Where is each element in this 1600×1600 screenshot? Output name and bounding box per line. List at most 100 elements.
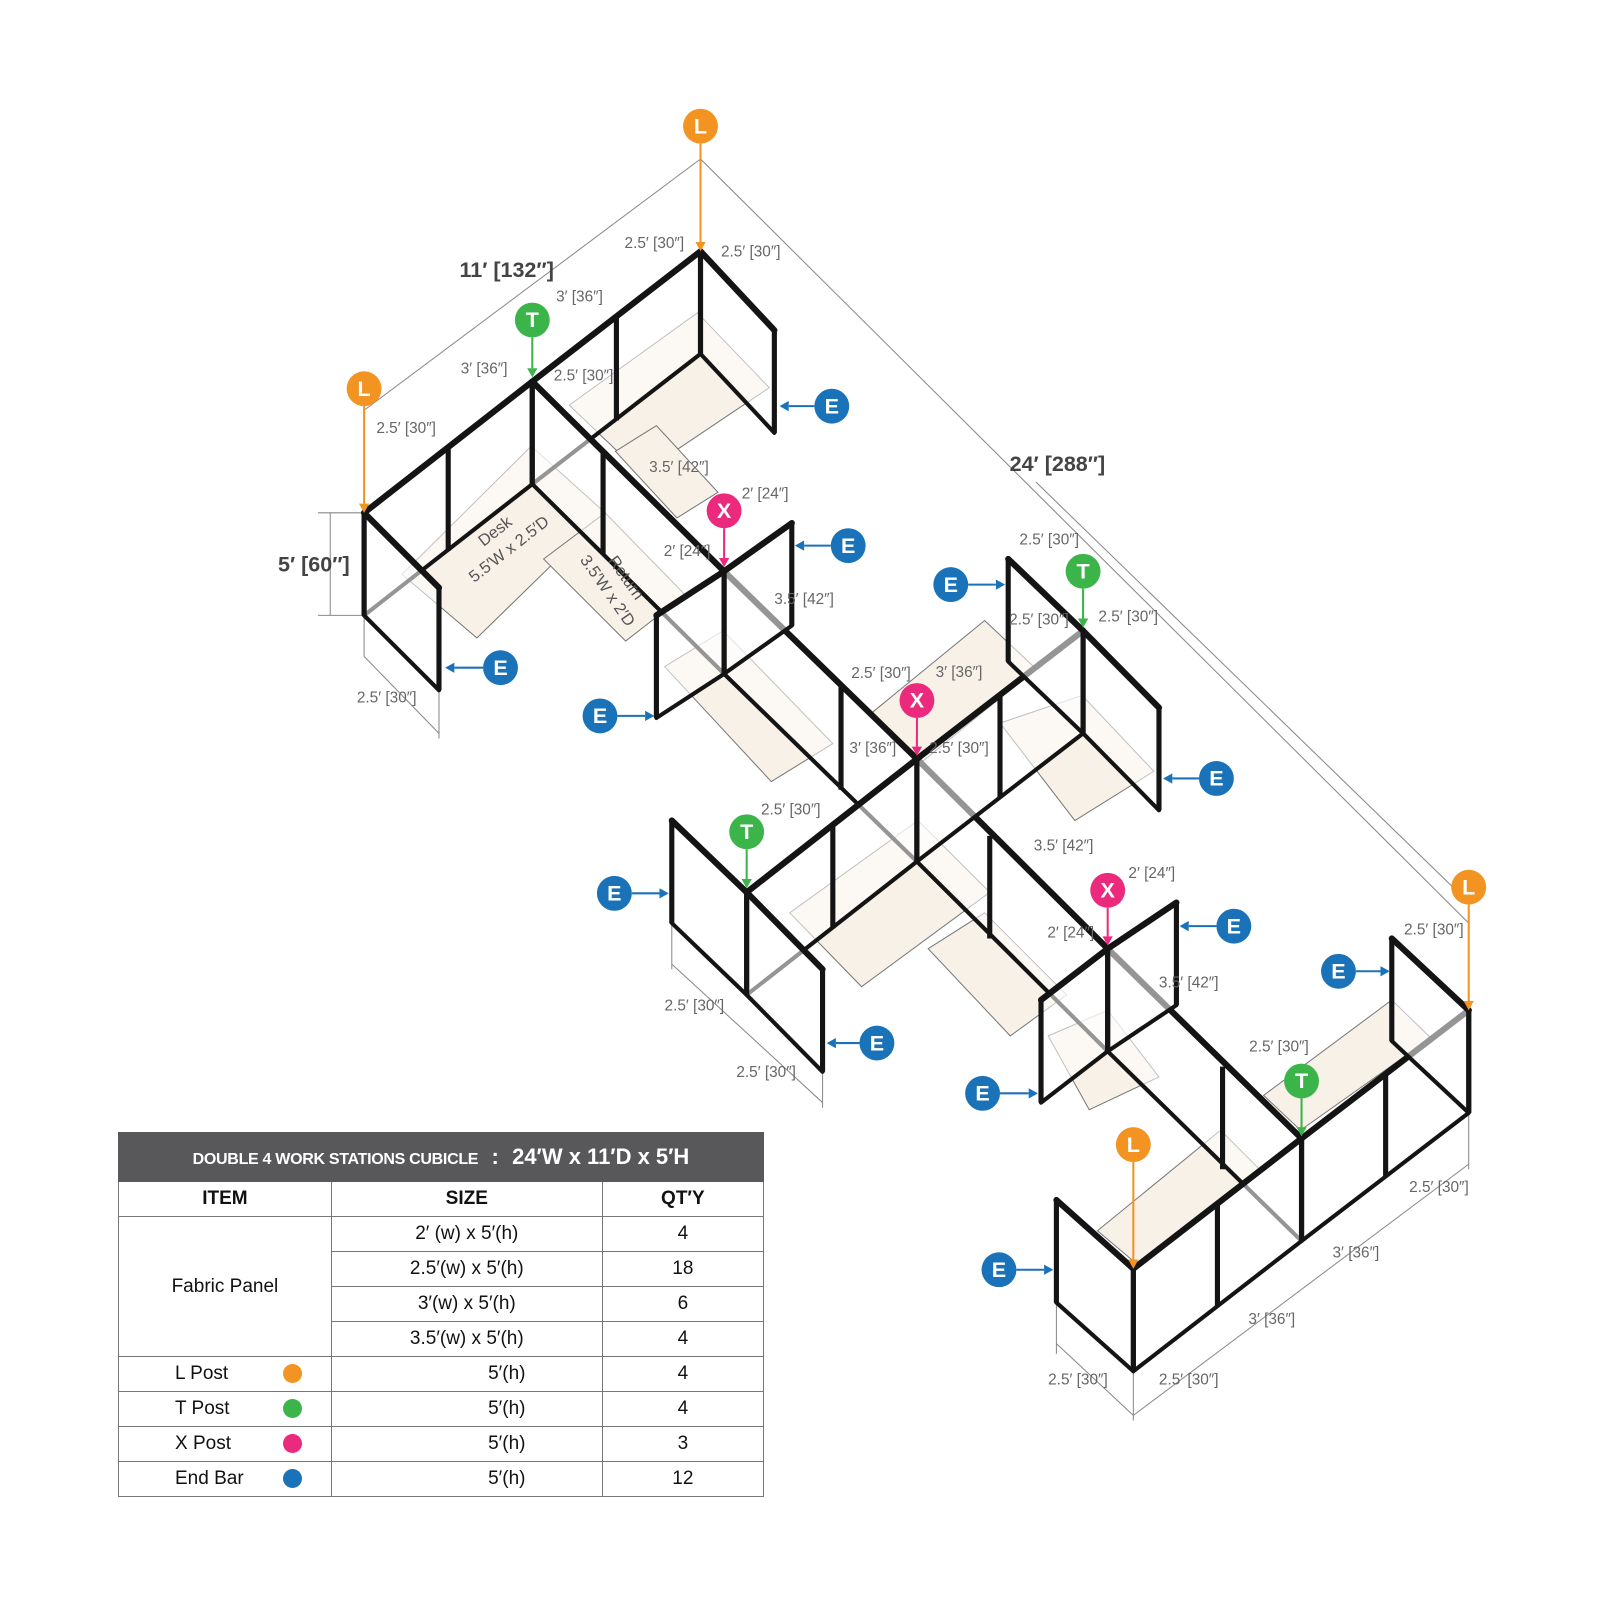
dimension-line [671, 963, 823, 1103]
size-cell: 5′(h) [330, 1356, 603, 1392]
dimension-line [363, 656, 440, 734]
fabric-panel [668, 817, 750, 997]
marker-letter: L [1127, 1133, 1140, 1157]
marker-circle [1321, 953, 1356, 989]
size-cell: 3.5′(w) x 5′(h) [330, 1321, 603, 1357]
dimension-label: 3.5′ [42″] [774, 591, 834, 608]
dimension-line [700, 158, 1470, 924]
table-row: 2.5′(w) x 5′(h) 18 [119, 1251, 765, 1287]
end-bar-marker: E [779, 388, 850, 424]
qty-cell: 4 [601, 1321, 765, 1357]
marker-letter: X [910, 689, 925, 713]
t-post-marker: T [1284, 1063, 1319, 1137]
arrowhead-icon [794, 540, 805, 551]
header-size: SIZE [330, 1181, 603, 1217]
end-bar-marker: E [981, 1252, 1054, 1288]
marker-letter: E [992, 1258, 1006, 1282]
l-post-marker: L [1115, 1127, 1151, 1269]
fabric-panel [361, 509, 443, 693]
fabric-panel [1104, 899, 1180, 1054]
end-bar-marker: E [933, 567, 1006, 603]
marker-letter: T [740, 820, 753, 844]
end-bar-legend-dot [283, 1469, 302, 1489]
arrowhead-icon [1380, 966, 1390, 977]
arrowhead-icon [358, 503, 370, 513]
dimension-line [1035, 481, 1470, 903]
dimension-label: 3′ [36″] [461, 360, 508, 377]
arrowhead-icon [1163, 773, 1173, 784]
x-post-marker: X [706, 493, 742, 568]
qty-cell: 4 [601, 1216, 765, 1252]
size-cell: 3′(w) x 5′(h) [330, 1286, 603, 1322]
x-post-legend-dot [283, 1434, 302, 1454]
dimension-label: 2.5′ [30″] [665, 997, 725, 1014]
marker-letter: L [358, 377, 371, 401]
arrowhead-icon [645, 710, 655, 722]
marker-circle [1451, 869, 1487, 905]
marker-letter: E [870, 1031, 884, 1055]
end-bar-marker: E [582, 698, 655, 734]
end-bar-marker: E [826, 1025, 895, 1061]
fabric-panel [721, 519, 795, 676]
marker-circle [1216, 908, 1252, 944]
marker-letter: E [1331, 959, 1345, 983]
marker-letter: T [526, 308, 539, 332]
dimension-labels: 2.5′ [30″] 2.5′ [30″] 2.5′ [30″] 2.5′ [30″]… [357, 235, 1469, 1388]
dimension-label: 2′ [24″] [1128, 865, 1175, 882]
dimension-line [1133, 1163, 1470, 1416]
end-bar-marker: E [596, 875, 669, 911]
marker-letter: X [717, 499, 732, 523]
dimension-label: 2.5′ [30″] [1249, 1038, 1309, 1055]
dimension-label: 2.5′ [30″] [1404, 921, 1464, 938]
dimension-label: 3.5′ [42″] [1159, 975, 1219, 992]
marker-letter: T [1076, 559, 1089, 583]
l-post-marker: L [346, 371, 382, 513]
arrowhead-icon [659, 888, 669, 899]
arrowhead-icon [826, 1037, 836, 1049]
dimension-label: 2.5′ [30″] [1098, 609, 1158, 626]
marker-circle [582, 698, 618, 734]
dimension-lines [317, 158, 1470, 1421]
marker-circle [1065, 553, 1101, 589]
overall-height-label: 5′ [60″] [278, 552, 350, 576]
marker-letter: X [1101, 878, 1116, 902]
end-bar-marker: E [445, 650, 518, 686]
arrowhead-icon [741, 878, 752, 889]
marker-circle [683, 108, 718, 144]
arrowhead-icon [995, 579, 1006, 590]
qty-cell: 3 [601, 1426, 765, 1462]
item-label: X Post [175, 1433, 231, 1454]
marker-letter: E [841, 534, 855, 558]
end-bar-marker: E [1179, 908, 1252, 944]
qty-cell: 12 [601, 1461, 765, 1497]
dimension-label: 2′ [24″] [664, 543, 711, 560]
header-item: ITEM [118, 1181, 332, 1217]
marker-circle [1090, 872, 1126, 908]
dimension-label: 2.5′ [30″] [625, 235, 685, 252]
dimension-label: 2.5′ [30″] [554, 368, 614, 385]
marker-letter: L [1462, 875, 1475, 899]
table-row: 3.5′(w) x 5′(h) 4 [119, 1321, 765, 1357]
arrowhead-icon [527, 368, 538, 378]
dimension-label: 3′ [36″] [1248, 1311, 1295, 1328]
marker-letter: E [1209, 767, 1223, 791]
marker-circle [1284, 1063, 1319, 1099]
fabric-panel [1079, 627, 1163, 813]
arrowhead-icon [779, 401, 789, 412]
dimension-label: 2.5′ [30″] [929, 740, 989, 757]
marker-letter: E [825, 394, 839, 418]
table-header-row: ITEM SIZE QT′Y [118, 1181, 765, 1217]
marker-circle [706, 493, 742, 529]
dimension-line [363, 158, 701, 411]
marker-circle [483, 650, 518, 686]
arrowhead-icon [1179, 921, 1189, 932]
size-cell: 5′(h) [330, 1461, 603, 1497]
qty-cell: 4 [601, 1356, 765, 1392]
marker-letter: L [694, 114, 707, 138]
marker-circle [859, 1025, 895, 1061]
size-cell: 5′(h) [330, 1391, 603, 1427]
end-bar-marker: E [1163, 761, 1234, 796]
arrowhead-icon [1044, 1264, 1054, 1275]
dimension-label: 2.5′ [30″] [357, 690, 417, 707]
